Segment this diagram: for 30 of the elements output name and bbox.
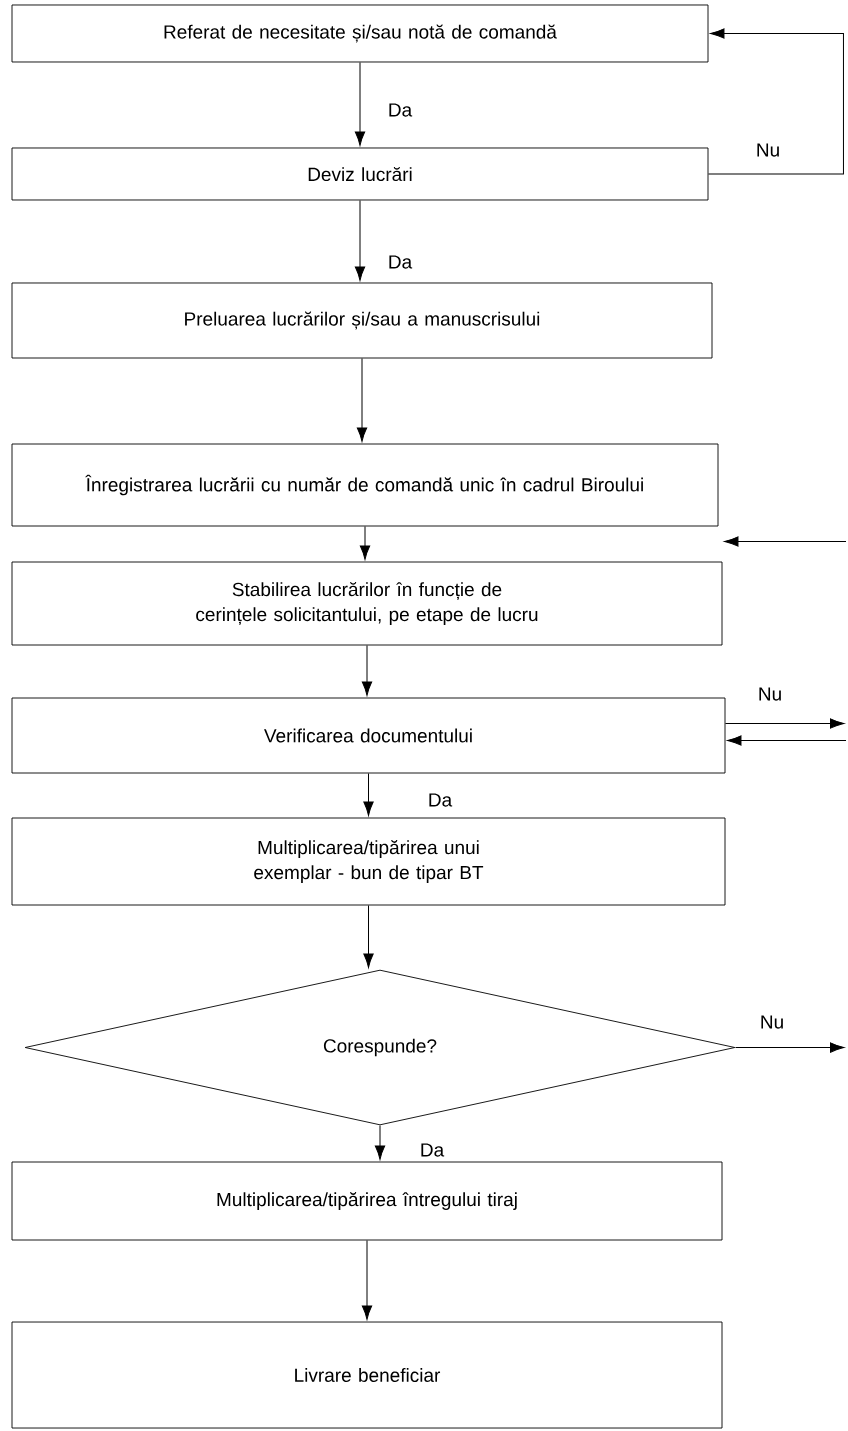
process-box: Verificarea documentului	[11, 697, 726, 774]
edge-label: Nu	[754, 142, 782, 158]
process-box: Referat de necesitate și/sau notă de comandă	[11, 4, 709, 63]
process-box: Stabilirea lucrărilor în funcție de cerințele solicitantului, pe etape de lucru	[11, 561, 723, 646]
arrow	[354, 199, 366, 281]
edge-label: Nu	[758, 1014, 786, 1030]
edge-label: Da	[386, 102, 414, 118]
arrow	[361, 1239, 373, 1320]
arrow	[727, 735, 847, 746]
process-box: Înregistrarea lucrării cu număr de comandă unic în cadrul Biroului	[11, 443, 719, 527]
arrow	[363, 904, 374, 968]
process-box: Livrare beneficiar	[11, 1321, 723, 1429]
edge-label: Da	[418, 1142, 446, 1158]
arrow	[374, 1124, 386, 1160]
process-box: Multiplicarea/tipărirea unui exemplar - bun de tipar BT	[11, 817, 726, 906]
arrow	[359, 525, 371, 560]
arrow	[707, 28, 844, 175]
edge-label: Da	[426, 792, 454, 808]
arrow	[363, 772, 374, 816]
arrow	[354, 61, 366, 146]
process-box: Preluarea lucrărilor și/sau a manuscrisului	[11, 282, 713, 359]
arrow	[734, 1042, 845, 1053]
arrow	[724, 536, 847, 547]
arrow	[724, 718, 845, 729]
edge-label: Nu	[756, 686, 784, 702]
arrow	[356, 357, 368, 442]
edge-label: Da	[386, 254, 414, 270]
process-box: Deviz lucrări	[11, 147, 709, 201]
arrow	[361, 644, 373, 696]
process-box: Multiplicarea/tipărirea întregului tiraj	[11, 1161, 723, 1241]
